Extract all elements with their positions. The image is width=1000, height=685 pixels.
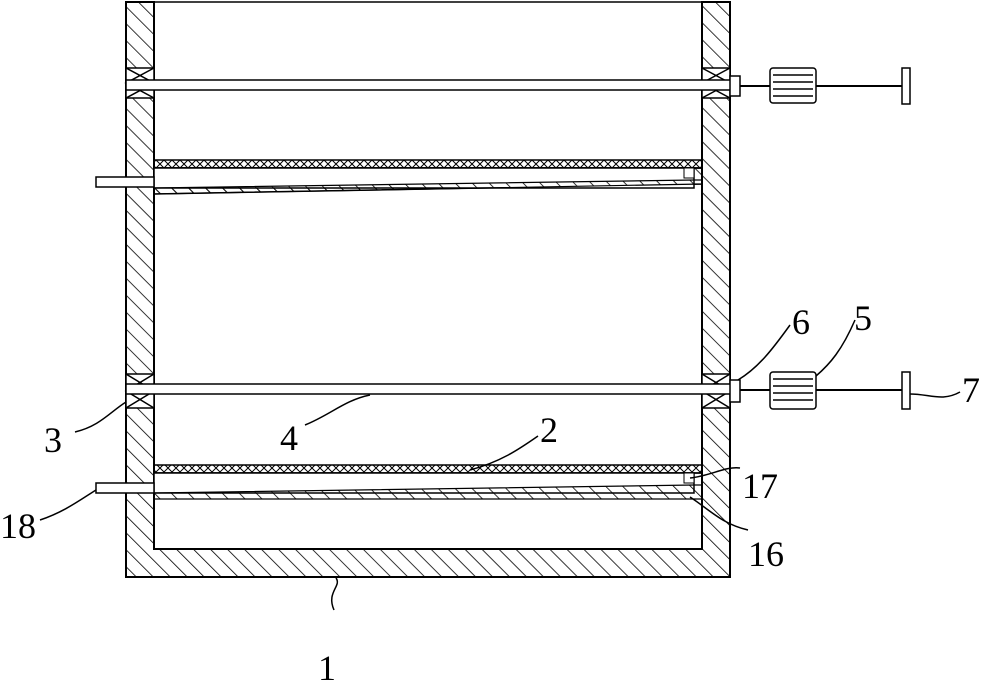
lower-shaft-assembly xyxy=(125,371,911,410)
label-1: 1 xyxy=(318,648,336,685)
leader-lines xyxy=(39,319,961,611)
bearings xyxy=(124,67,732,409)
lower-screen-tray xyxy=(95,464,703,500)
label-18: 18 xyxy=(0,506,36,546)
label-7: 7 xyxy=(962,370,980,410)
upper-screen-tray xyxy=(95,159,703,195)
label-6: 6 xyxy=(792,302,810,342)
label-4: 4 xyxy=(280,418,298,458)
label-16: 16 xyxy=(748,534,784,574)
upper-shaft-assembly xyxy=(125,67,911,105)
label-2: 2 xyxy=(540,410,558,450)
label-5: 5 xyxy=(854,298,872,338)
label-3: 3 xyxy=(44,420,62,460)
label-17: 17 xyxy=(742,466,778,506)
